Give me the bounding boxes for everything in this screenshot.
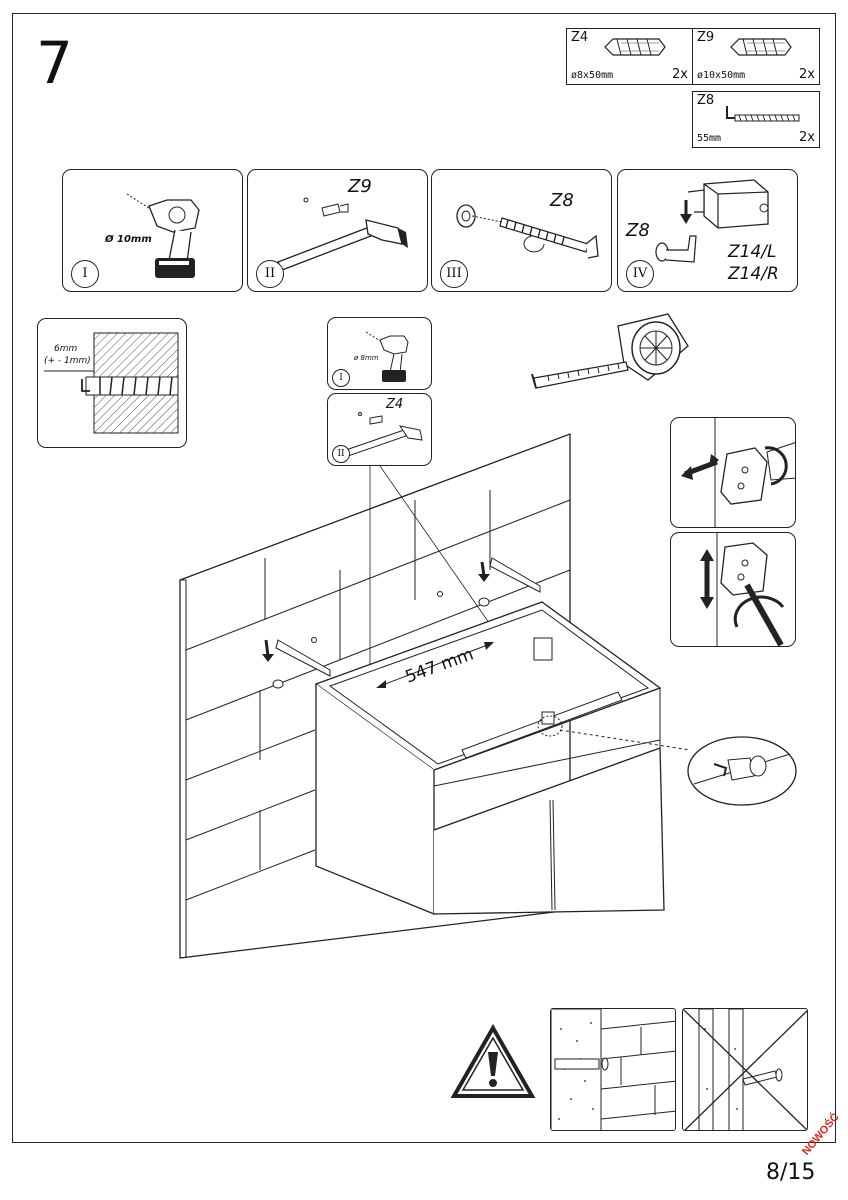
substep-panel-2: Z9 II — [247, 169, 428, 292]
page-frame — [12, 13, 836, 1143]
hammer-plug-icon — [345, 412, 423, 457]
depth-label: 6mm — [54, 344, 78, 354]
part-qty: 2x — [799, 130, 815, 145]
part-qty: 2x — [672, 67, 688, 82]
correct-wall-panel — [550, 1008, 676, 1131]
part-qty: 2x — [799, 67, 815, 82]
wall-plug-icon — [604, 38, 666, 56]
substep-panel-4: Z8 Z14/L Z14/R IV — [617, 169, 798, 292]
part-code: Z9 — [697, 30, 715, 45]
hammer-plug-icon — [277, 197, 408, 271]
substep-number: II — [256, 260, 284, 288]
substep-panel-1: Ø 10mm I — [62, 169, 243, 292]
substep-number: II — [332, 445, 350, 463]
cabinet-wall-scene — [179, 433, 690, 959]
hanger-zoom-icon — [687, 736, 797, 806]
substep-label: Z4 — [386, 397, 404, 412]
part-box-z8: Z8 55mm 2x — [692, 91, 820, 148]
substep-label: Z8 — [626, 220, 650, 241]
substep-label: Z8 — [550, 190, 574, 211]
wall-cross-section-icon — [44, 332, 179, 434]
wall-plug-icon — [730, 38, 792, 56]
hook-screw-icon — [726, 106, 800, 122]
vertical-adjust-icon — [700, 533, 785, 646]
page-number: 8/15 — [766, 1160, 816, 1185]
solid-wall-icon — [551, 1009, 675, 1130]
drill-diameter-label: Ø 10mm — [105, 234, 152, 245]
part-box-z4: Z4 ø8x50mm 2x — [566, 28, 693, 85]
mini-step-drill-panel: ø 8mm I — [327, 317, 432, 390]
screw-washer-icon — [456, 204, 599, 259]
drill-icon — [365, 331, 409, 382]
substep-panel-3: Z8 III — [431, 169, 612, 292]
mini-step-plug-panel: Z4 II — [327, 393, 432, 466]
substep-number: I — [332, 369, 350, 387]
part-box-z9: Z9 ø10x50mm 2x — [692, 28, 820, 85]
part-spec: ø10x50mm — [697, 70, 746, 81]
bracket-right-label: Z14/R — [728, 264, 779, 284]
substep-number: IV — [626, 260, 654, 288]
depth-detail-panel: 6mm (+ - 1mm) — [37, 318, 187, 448]
bracket-left-label: Z14/L — [728, 242, 777, 262]
substep-label: Z9 — [348, 176, 372, 197]
bracket-hang-icon — [655, 179, 769, 263]
tape-measure-icon — [531, 313, 689, 389]
adjust-horizontal-panel — [670, 417, 796, 528]
drill-diameter-label: ø 8mm — [354, 354, 379, 362]
drill-icon — [126, 193, 200, 278]
tolerance-label: (+ - 1mm) — [44, 356, 91, 366]
step-number: 7 — [36, 29, 73, 97]
substep-number: III — [440, 260, 468, 288]
part-code: Z8 — [697, 93, 715, 108]
hollow-wall-cross-icon — [683, 1009, 807, 1130]
horizontal-adjust-icon — [681, 418, 795, 527]
adjust-vertical-panel — [670, 532, 796, 647]
part-code: Z4 — [571, 30, 589, 45]
part-spec: 55mm — [697, 133, 722, 144]
warning-triangle-icon — [450, 1024, 536, 1098]
part-spec: ø8x50mm — [571, 70, 614, 81]
substep-number: I — [71, 260, 99, 288]
incorrect-wall-panel — [682, 1008, 808, 1131]
